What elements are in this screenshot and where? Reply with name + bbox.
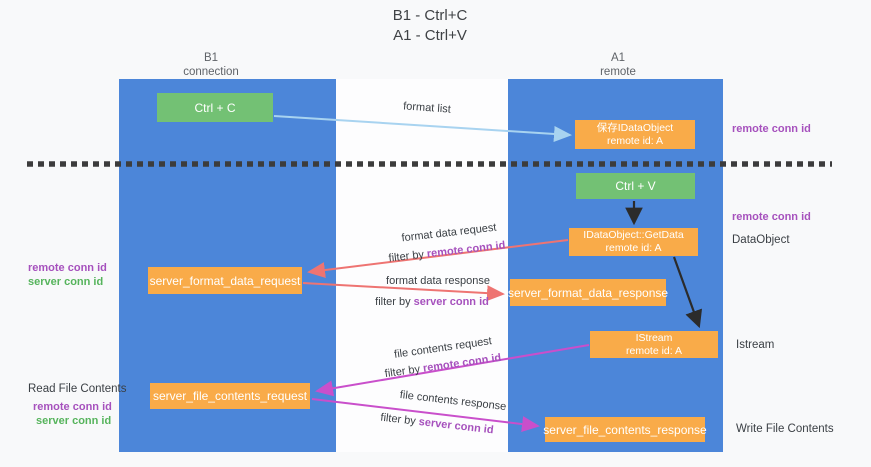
node-file-request-label: server_file_contents_request <box>152 389 308 403</box>
lane-b1-name: B1 <box>203 52 219 64</box>
lane-b1-role: connection <box>183 66 239 78</box>
lane-a1-role: remote <box>600 66 636 78</box>
side-label-left-server-conn-id-2: server conn id <box>36 415 112 427</box>
side-label-dataobject: DataObject <box>732 234 790 246</box>
node-server-format-data-request: server_format_data_request <box>148 267 302 294</box>
title-line-1: B1 - Ctrl+C <box>392 7 468 24</box>
node-idataobject-getdata: IDataObject::GetData remote id: A <box>569 228 698 256</box>
node-server-file-contents-response: server_file_contents_response <box>543 417 707 442</box>
side-label-read-file-contents: Read File Contents <box>28 383 127 395</box>
side-label-remote-conn-id-mid: remote conn id <box>732 211 811 223</box>
node-istream-line2: remote id: A <box>625 344 683 357</box>
node-file-response-label: server_file_contents_response <box>543 422 707 437</box>
node-save-idataobject-line2: remote id: A <box>606 134 664 147</box>
node-ctrl-c-label: Ctrl + C <box>194 100 236 115</box>
node-ctrl-v-label: Ctrl + V <box>615 179 656 193</box>
node-format-request-label: server_format_data_request <box>149 273 301 288</box>
lane-header-b1: B1 connection <box>151 51 271 79</box>
node-server-file-contents-request: server_file_contents_request <box>150 383 310 409</box>
side-label-istream: Istream <box>736 339 775 351</box>
node-getdata-line2: remote id: A <box>605 242 662 254</box>
title-line-2: A1 - Ctrl+V <box>393 27 467 44</box>
node-save-idataobject-line1: 保存IDataObject <box>596 121 674 134</box>
label-format-data-response: format data response <box>386 275 490 287</box>
side-label-left-remote-conn-id-1: remote conn id <box>28 262 107 274</box>
side-label-remote-conn-id-top: remote conn id <box>732 123 811 135</box>
filter-by-prefix: filter by <box>375 296 414 308</box>
filter-key-server-conn-id: server conn id <box>413 296 489 308</box>
diagram-title: B1 - Ctrl+C A1 - Ctrl+V <box>0 6 860 46</box>
node-ctrl-c: Ctrl + C <box>157 93 273 122</box>
side-label-write-file-contents: Write File Contents <box>736 423 834 435</box>
label-filter-by-server-conn-id-1: filter by server conn id <box>375 296 489 308</box>
node-istream-line1: IStream <box>635 331 673 344</box>
node-server-format-data-response: server_format_data_response <box>507 279 669 306</box>
lane-header-a1: A1 remote <box>558 51 678 79</box>
node-istream: IStream remote id: A <box>590 331 718 358</box>
lane-a1-name: A1 <box>610 52 626 64</box>
node-save-idataobject: 保存IDataObject remote id: A <box>575 120 695 149</box>
node-getdata-line1: IDataObject::GetData <box>583 229 684 241</box>
node-ctrl-v: Ctrl + V <box>576 173 695 199</box>
side-label-left-remote-conn-id-2: remote conn id <box>33 401 112 413</box>
side-label-left-server-conn-id-1: server conn id <box>28 276 104 288</box>
node-format-response-label: server_format_data_response <box>507 285 669 300</box>
